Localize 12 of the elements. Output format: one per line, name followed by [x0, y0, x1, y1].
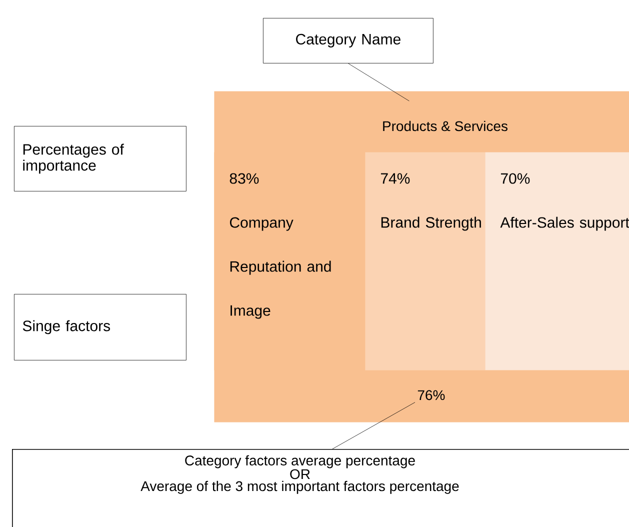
- average-value: 76%: [418, 390, 445, 400]
- node-label: Company Reputation and Image: [230, 217, 331, 319]
- factor-column: 83% Company Reputation and Image: [214, 152, 366, 370]
- leader-line: [332, 402, 416, 450]
- factor-column: 70% After-Sales support: [485, 152, 629, 370]
- factor-column: 74% Brand Strength: [365, 152, 486, 370]
- text-box: Singe factors: [14, 294, 186, 360]
- leader-line: [348, 63, 410, 102]
- text-box: Category factors average percentage OR Average of the 3 most important factors percentage: [12, 449, 629, 527]
- node-label: 83%: [230, 173, 259, 184]
- text-box: Percentages of importance: [14, 126, 186, 192]
- text-box: Category Name: [263, 18, 434, 64]
